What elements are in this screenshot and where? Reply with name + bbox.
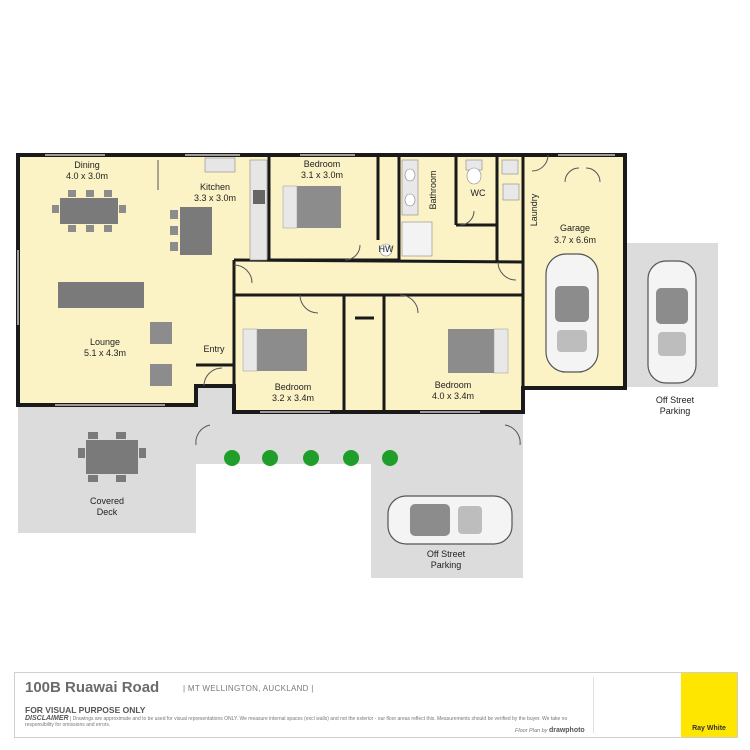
deck-line2: Deck <box>97 507 118 517</box>
floorplan-credit: Floor Plan by drawphoto <box>515 727 585 734</box>
dining-size: 4.0 x 3.0m <box>66 171 108 181</box>
agency-name: Ray White <box>692 725 726 732</box>
kitchen-size: 3.3 x 3.0m <box>194 193 236 203</box>
dining-name: Dining <box>74 160 100 170</box>
lounge-name: Lounge <box>90 337 120 347</box>
kitchen-fixtures <box>170 157 268 261</box>
doors <box>157 154 601 446</box>
beds <box>242 185 509 374</box>
disclaimer-text: | Drawings are approximate and to be use… <box>25 716 568 728</box>
wc-name: WC <box>471 188 486 198</box>
garage-car-icon <box>545 253 599 373</box>
lounge-size: 5.1 x 4.3m <box>84 348 126 358</box>
dining-table <box>52 190 126 232</box>
kitchen-name: Kitchen <box>200 182 230 192</box>
parking-right-line1: Off Street <box>656 395 695 405</box>
disclaimer-label: DISCLAIMER <box>25 715 69 722</box>
parking-right-car-icon <box>647 260 697 384</box>
bedroom2-name: Bedroom <box>275 382 312 392</box>
deck-line1: Covered <box>90 496 124 506</box>
floor-plan: HW Dining 4.0 x 3.0m Kitchen 3.3 x 3.0m … <box>16 153 718 578</box>
footer-divider <box>593 677 680 733</box>
parking-right-line2: Parking <box>660 406 691 416</box>
credit-prefix: Floor Plan by <box>515 728 548 734</box>
credit-brand: drawphoto <box>548 727 585 734</box>
bedroom2-size: 3.2 x 3.4m <box>272 393 314 403</box>
bathroom-fixtures <box>379 159 520 257</box>
parking-bottom-line2: Parking <box>431 560 462 570</box>
garage-name: Garage <box>560 223 590 233</box>
lounge-furniture <box>58 282 172 386</box>
parking-bottom-car-icon <box>387 495 513 545</box>
interior-walls <box>196 155 525 412</box>
parking-bottom-line1: Off Street <box>427 549 466 559</box>
windows <box>17 154 615 413</box>
bedroom1-size: 3.1 x 3.0m <box>301 170 343 180</box>
laundry-name: Laundry <box>529 193 539 226</box>
disclaimer: DISCLAIMER | Drawings are approximate an… <box>25 715 585 728</box>
plants-icon <box>224 450 398 466</box>
footer-panel: 100B Ruawai Road | MT WELLINGTON, AUCKLA… <box>14 672 738 738</box>
entry-name: Entry <box>203 344 225 354</box>
address-title: 100B Ruawai Road <box>25 679 160 696</box>
bedroom1-name: Bedroom <box>304 159 341 169</box>
bedroom3-name: Bedroom <box>435 380 472 390</box>
ray-white-logo: Ray White <box>681 673 737 737</box>
deck-table <box>78 432 146 482</box>
hw-label: HW <box>379 244 394 254</box>
location-text: | MT WELLINGTON, AUCKLAND | <box>183 684 314 693</box>
bedroom3-size: 4.0 x 3.4m <box>432 391 474 401</box>
garage-size: 3.7 x 6.6m <box>554 235 596 245</box>
visual-purpose-text: FOR VISUAL PURPOSE ONLY <box>25 705 146 715</box>
bathroom-name: Bathroom <box>428 170 438 209</box>
